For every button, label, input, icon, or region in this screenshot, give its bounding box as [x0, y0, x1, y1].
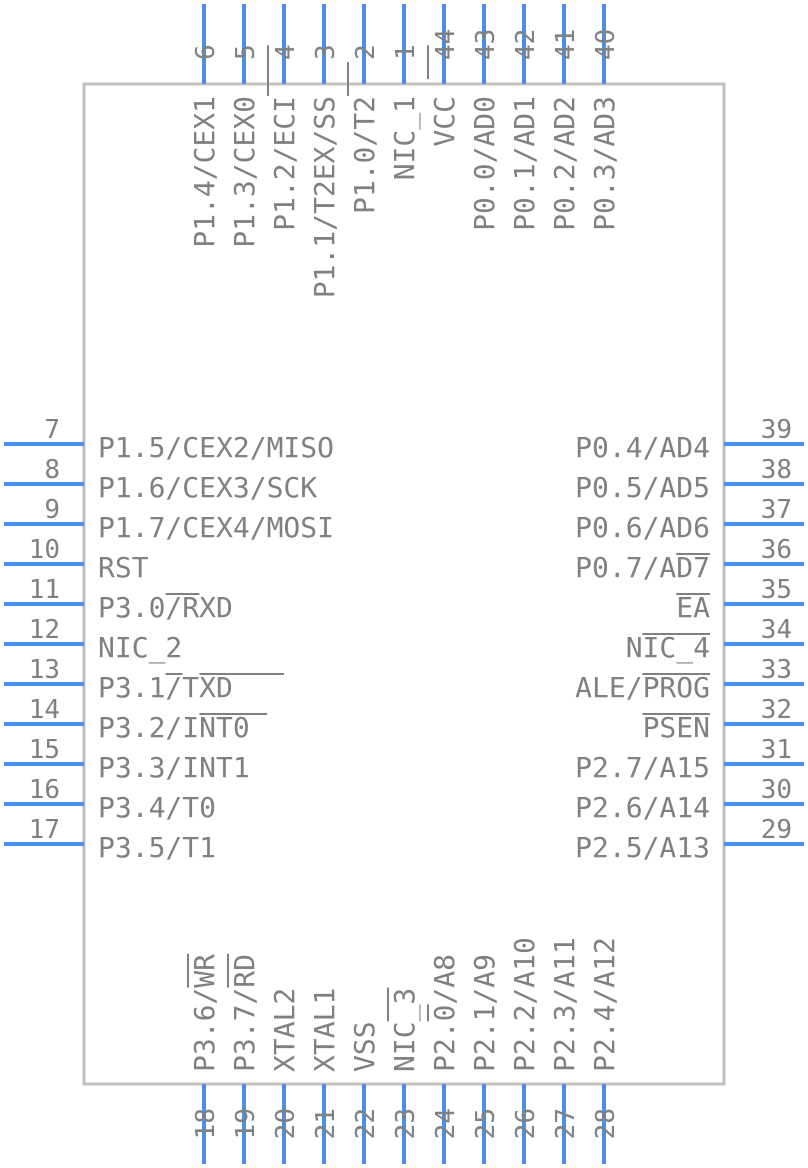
pin-label-11: P3.0/RXD: [98, 591, 233, 624]
pin-label-28: P2.4/A12: [588, 937, 621, 1072]
pin-number-20: 20: [271, 1108, 301, 1139]
pin-number-6: 6: [191, 44, 221, 60]
pin-label-6: P1.4/CEX1: [188, 96, 221, 248]
pin-number-7: 7: [44, 415, 60, 445]
pin-number-19: 19: [231, 1108, 261, 1139]
pin-number-8: 8: [44, 455, 60, 485]
pin-label-42: P0.1/AD1: [508, 96, 541, 231]
pin-label-18: P3.6/WR: [188, 954, 221, 1072]
pin-number-1: 1: [391, 44, 421, 60]
pin-number-17: 17: [29, 815, 60, 845]
pin-number-28: 28: [591, 1108, 621, 1139]
pin-label-1: NIC_1: [388, 96, 422, 180]
pin-label-8: P1.6/CEX3/SCK: [98, 471, 317, 504]
pin-label-4: P1.2/ECI: [268, 96, 301, 231]
pin-number-23: 23: [391, 1108, 421, 1139]
pin-number-18: 18: [191, 1108, 221, 1139]
pin-label-17: P3.5/T1: [98, 831, 216, 864]
pin-label-7: P1.5/CEX2/MISO: [98, 431, 334, 464]
pin-number-35: 35: [761, 575, 792, 605]
pin-number-9: 9: [44, 495, 60, 525]
pin-number-12: 12: [29, 615, 60, 645]
pin-label-35: EA: [676, 591, 710, 624]
pin-label-32: PSEN: [643, 711, 710, 744]
pin-number-29: 29: [761, 815, 792, 845]
pin-number-41: 41: [551, 29, 581, 60]
pin-number-34: 34: [761, 615, 792, 645]
pin-number-24: 24: [431, 1108, 461, 1139]
pins-group: [4, 4, 804, 1164]
pin-label-16: P3.4/T0: [98, 791, 216, 824]
pin-label-44: VCC: [428, 96, 461, 147]
pin-number-38: 38: [761, 455, 792, 485]
pin-label-23: NIC_3: [388, 988, 422, 1072]
pin-label-25: P2.1/A9: [468, 954, 501, 1072]
pin-label-43: P0.0/AD0: [468, 96, 501, 231]
pin-number-4: 4: [271, 44, 301, 60]
pin-number-3: 3: [311, 44, 341, 60]
pin-label-21: XTAL1: [308, 988, 341, 1072]
pin-number-30: 30: [761, 775, 792, 805]
pin-number-36: 36: [761, 535, 792, 565]
pin-label-22: VSS: [348, 1021, 381, 1072]
pin-label-29: P2.5/A13: [575, 831, 710, 864]
pin-number-37: 37: [761, 495, 792, 525]
pin-label-34: NIC_4: [626, 631, 710, 665]
pin-number-39: 39: [761, 415, 792, 445]
pin-number-32: 32: [761, 695, 792, 725]
pin-number-31: 31: [761, 735, 792, 765]
pin-number-11: 11: [29, 575, 60, 605]
pin-label-24: P2.0/A8: [428, 954, 461, 1072]
pin-label-12: NIC_2: [98, 631, 182, 665]
pin-number-25: 25: [471, 1108, 501, 1139]
pin-number-5: 5: [231, 44, 261, 60]
pin-label-36: P0.7/AD7: [575, 551, 710, 584]
pin-number-13: 13: [29, 655, 60, 685]
pin-label-10: RST: [98, 551, 149, 584]
pin-label-19: P3.7/RD: [228, 954, 261, 1072]
pin-number-27: 27: [551, 1108, 581, 1139]
pin-number-2: 2: [351, 44, 381, 60]
overbars-group: [165, 45, 710, 1022]
pin-number-44: 44: [431, 29, 461, 60]
pin-number-14: 14: [29, 695, 60, 725]
pin-label-20: XTAL2: [268, 988, 301, 1072]
pin-number-40: 40: [591, 29, 621, 60]
pin-label-3: P1.1/T2EX/SS: [308, 96, 341, 298]
pin-label-33: ALE/PROG: [575, 671, 710, 704]
pin-label-2: P1.0/T2: [348, 96, 381, 214]
pin-label-5: P1.3/CEX0: [228, 96, 261, 248]
pin-label-31: P2.7/A15: [575, 751, 710, 784]
pin-number-10: 10: [29, 535, 60, 565]
pin-number-33: 33: [761, 655, 792, 685]
pin-label-38: P0.5/AD5: [575, 471, 710, 504]
pin-number-42: 42: [511, 29, 541, 60]
labels-group: 6P1.4/CEX1 5P1.3/CEX0 4P1.2/ECI 3P1.1/T2EX/…: [29, 29, 792, 1140]
pin-label-14: P3.2/INT0: [98, 711, 250, 744]
pin-number-26: 26: [511, 1108, 541, 1139]
pin-label-13: P3.1/TXD: [98, 671, 233, 704]
pin-label-15: P3.3/INT1: [98, 751, 250, 784]
pin-label-37: P0.6/AD6: [575, 511, 710, 544]
pin-label-9: P1.7/CEX4/MOSI: [98, 511, 334, 544]
pin-label-40: P0.3/AD3: [588, 96, 621, 231]
pin-label-27: P2.3/A11: [548, 937, 581, 1072]
ic-body: [82, 82, 726, 1086]
pin-number-16: 16: [29, 775, 60, 805]
pin-label-30: P2.6/A14: [575, 791, 710, 824]
pin-number-15: 15: [29, 735, 60, 765]
pin-number-43: 43: [471, 29, 501, 60]
pin-number-22: 22: [351, 1108, 381, 1139]
pin-number-21: 21: [311, 1108, 341, 1139]
pin-label-41: P0.2/AD2: [548, 96, 581, 231]
pin-label-39: P0.4/AD4: [575, 431, 710, 464]
pin-label-26: P2.2/A10: [508, 937, 541, 1072]
